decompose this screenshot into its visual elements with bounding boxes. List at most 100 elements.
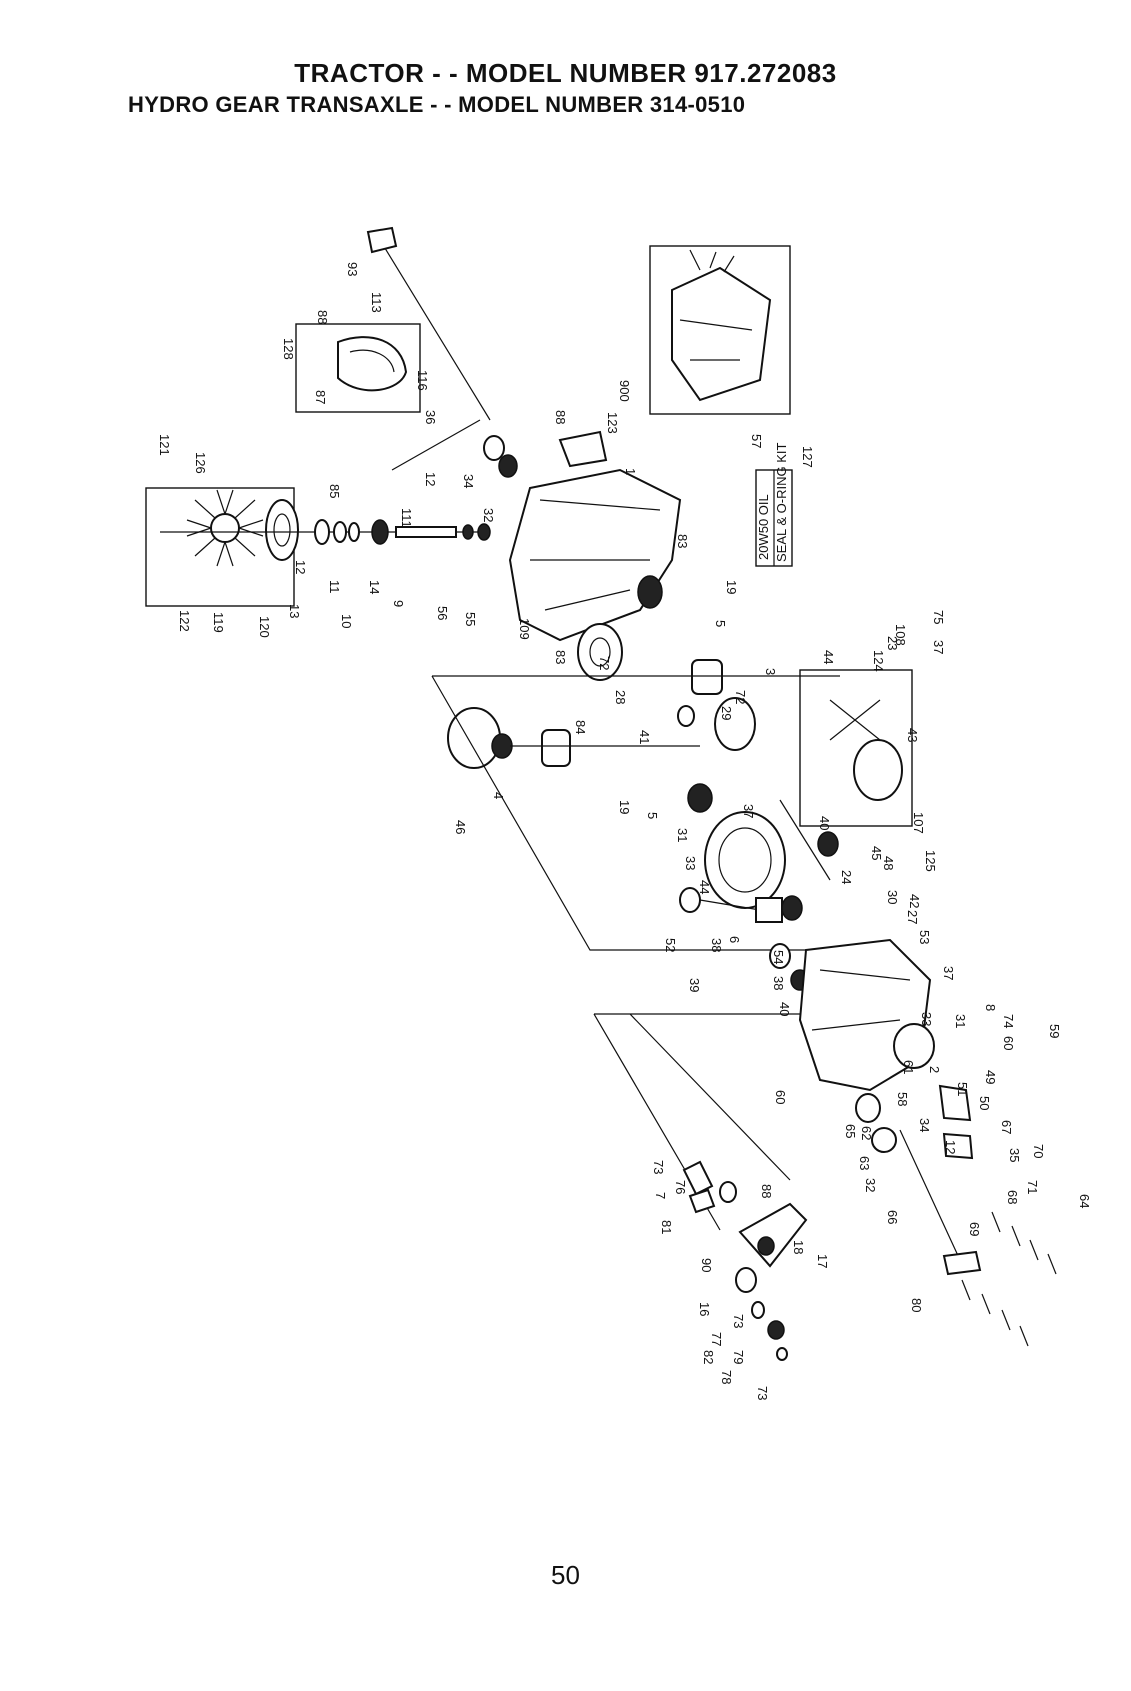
callout-label: 52	[663, 938, 678, 952]
callout-label: 120	[257, 616, 272, 638]
callout-label: 8	[983, 1004, 998, 1011]
cover-inset	[295, 323, 421, 413]
page-subtitle: HYDRO GEAR TRANSAXLE - - MODEL NUMBER 31…	[128, 92, 746, 117]
callout-label: 7	[653, 1192, 668, 1199]
callout-label: 4	[491, 792, 506, 799]
callout-label: 123	[605, 412, 620, 434]
callout-label: 27	[905, 910, 920, 924]
callout-label: 19	[724, 580, 739, 594]
callout-label: 108	[893, 624, 908, 646]
callout-label: 127	[800, 446, 815, 468]
callout-label: 128	[281, 338, 296, 360]
callout-label: 109	[517, 618, 532, 640]
callout-label: 93	[345, 262, 360, 276]
callout-label: 82	[701, 1350, 716, 1364]
callout-label: 33	[919, 1012, 934, 1026]
callout-label: 121	[157, 434, 172, 456]
callout-label: 83	[675, 534, 690, 548]
callout-label: 78	[719, 1370, 734, 1384]
callout-label: 124	[871, 650, 886, 672]
callout-label: 60	[773, 1090, 788, 1104]
ring-gear	[704, 811, 786, 909]
callout-label: 40	[817, 816, 832, 830]
callout-label: 1	[623, 468, 638, 475]
callout-label: 88	[315, 310, 330, 324]
upper-housing	[508, 468, 682, 642]
cooling-fan	[186, 489, 264, 567]
callout-label: 30	[885, 890, 900, 904]
callout-label: 17	[815, 1254, 830, 1268]
callout-label: 79	[731, 1350, 746, 1364]
callout-label: 63	[857, 1156, 872, 1170]
callout-label: 83	[553, 650, 568, 664]
callout-label: 62	[859, 1126, 874, 1140]
callout-label: 58	[895, 1092, 910, 1106]
callout-label: 76	[673, 1180, 688, 1194]
callout-label: 37	[941, 966, 956, 980]
callout-label: 69	[967, 1222, 982, 1236]
callout-label: 125	[923, 850, 938, 872]
callout-label: 31	[953, 1014, 968, 1028]
callout-label: 84	[573, 720, 588, 734]
callout-label: 113	[369, 292, 384, 313]
callout-label: 111	[399, 508, 414, 528]
callout-label: 38	[771, 976, 786, 990]
callout-label: 51	[955, 1082, 970, 1096]
callout-label: 11	[327, 580, 342, 594]
callout-label: 33	[683, 856, 698, 870]
callout-label: 13	[287, 604, 302, 618]
pulley	[265, 499, 299, 561]
callout-label: 44	[697, 880, 712, 894]
swashplate	[577, 623, 623, 681]
callout-label: 37	[931, 640, 946, 654]
page-title: TRACTOR - - MODEL NUMBER 917.272083	[294, 58, 837, 88]
callout-label: 43	[905, 728, 920, 742]
callout-label: 55	[463, 612, 478, 626]
transaxle-inset	[649, 245, 791, 415]
callout-label: 14	[367, 580, 382, 594]
callout-label: 126	[193, 452, 208, 474]
callout-label: 35	[1007, 1148, 1022, 1162]
callout-label: 77	[709, 1332, 724, 1346]
callout-label: 41	[637, 730, 652, 744]
callout-label: 3	[763, 668, 778, 675]
callout-label: 24	[839, 870, 854, 884]
callout-label: 68	[1005, 1190, 1020, 1204]
callout-label: 5	[713, 620, 728, 627]
callout-label: 36	[423, 410, 438, 424]
callout-label: 19	[617, 800, 632, 814]
callout-label: 5	[645, 812, 660, 819]
control-arm	[738, 1202, 808, 1268]
callout-label: 122	[177, 610, 192, 632]
callout-label: 81	[659, 1220, 674, 1234]
callout-label: 49	[983, 1070, 998, 1084]
callout-label: 12	[943, 1140, 958, 1154]
callout-label: 57	[749, 434, 764, 448]
callout-label: 87	[313, 390, 328, 404]
callout-label: 88	[759, 1184, 774, 1198]
callout-label: 12	[293, 560, 308, 574]
callout-label: 29	[719, 706, 734, 720]
callout-label: 40	[777, 1002, 792, 1016]
callout-label: 38	[709, 938, 724, 952]
callout-label: 72	[597, 656, 612, 670]
callout-label: 44	[821, 650, 836, 664]
callout-label: 56	[435, 606, 450, 620]
callout-label: 32	[863, 1178, 878, 1192]
oil-kit-label: 20W50 OIL	[756, 494, 771, 560]
callout-label: 32	[481, 508, 496, 522]
callout-label: 74	[1001, 1014, 1016, 1028]
callout-label: 31	[675, 828, 690, 842]
callout-label: 116	[415, 370, 430, 391]
seal-kit-label: SEAL & O-RING KIT	[774, 443, 789, 562]
callout-label: 18	[791, 1240, 806, 1254]
callout-label: 34	[917, 1118, 932, 1132]
callout-label: 42	[907, 894, 922, 908]
callout-label: 61	[901, 1060, 916, 1074]
page-number: 50	[551, 1560, 580, 1590]
callout-label: 107	[911, 812, 926, 834]
callout-label: 73	[755, 1386, 770, 1400]
callout-label: 75	[931, 610, 946, 624]
